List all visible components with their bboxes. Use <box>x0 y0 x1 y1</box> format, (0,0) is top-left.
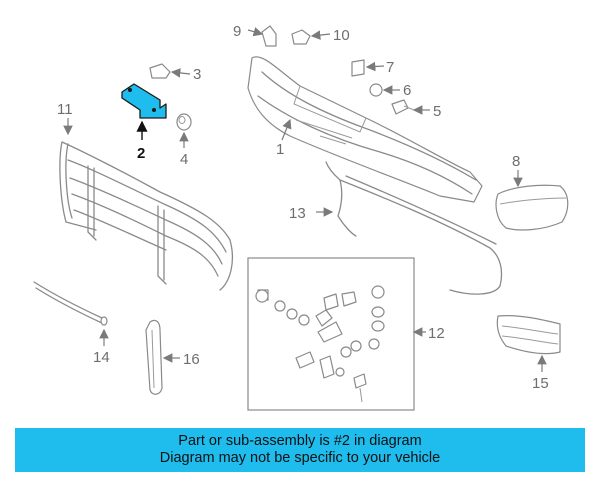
label-16: 16 <box>183 351 200 368</box>
label-4: 4 <box>180 151 188 168</box>
part-14-molding-strip <box>33 281 108 326</box>
part-13-rod <box>325 161 503 295</box>
label-5: 5 <box>433 103 441 120</box>
banner-line-2: Diagram may not be specific to your vehi… <box>159 450 441 466</box>
label-11: 11 <box>57 101 73 118</box>
label-6: 6 <box>403 82 411 99</box>
label-1: 1 <box>276 141 284 158</box>
part-9-bracket <box>261 25 277 47</box>
label-14: 14 <box>93 349 110 366</box>
part-6-nut <box>369 83 383 97</box>
part-8-end-cap <box>495 184 569 231</box>
label-7: 7 <box>386 59 394 76</box>
part-11-grille-guard <box>59 141 234 291</box>
label-3: 3 <box>193 66 201 83</box>
part-2-bracket[interactable] <box>121 83 167 119</box>
part-4-bushing <box>176 113 192 131</box>
part-1-bumper <box>247 56 483 203</box>
info-banner: Part or sub-assembly is #2 in diagram Di… <box>15 428 585 472</box>
part-16-side-trim <box>145 319 163 395</box>
part-7-plate <box>351 59 365 77</box>
part-12-hardware-kit <box>247 257 415 411</box>
label-8: 8 <box>512 153 520 170</box>
label-9: 9 <box>233 23 241 40</box>
label-10: 10 <box>333 27 350 44</box>
label-15: 15 <box>532 375 549 392</box>
part-15-corner-guard <box>496 315 561 355</box>
part-5-bolt <box>391 99 415 115</box>
label-12: 12 <box>428 325 445 342</box>
part-3-clip <box>149 63 171 79</box>
part-10-pin <box>291 29 311 45</box>
label-13: 13 <box>289 205 306 222</box>
banner-line-1: Part or sub-assembly is #2 in diagram <box>178 433 422 449</box>
label-2: 2 <box>137 145 145 162</box>
